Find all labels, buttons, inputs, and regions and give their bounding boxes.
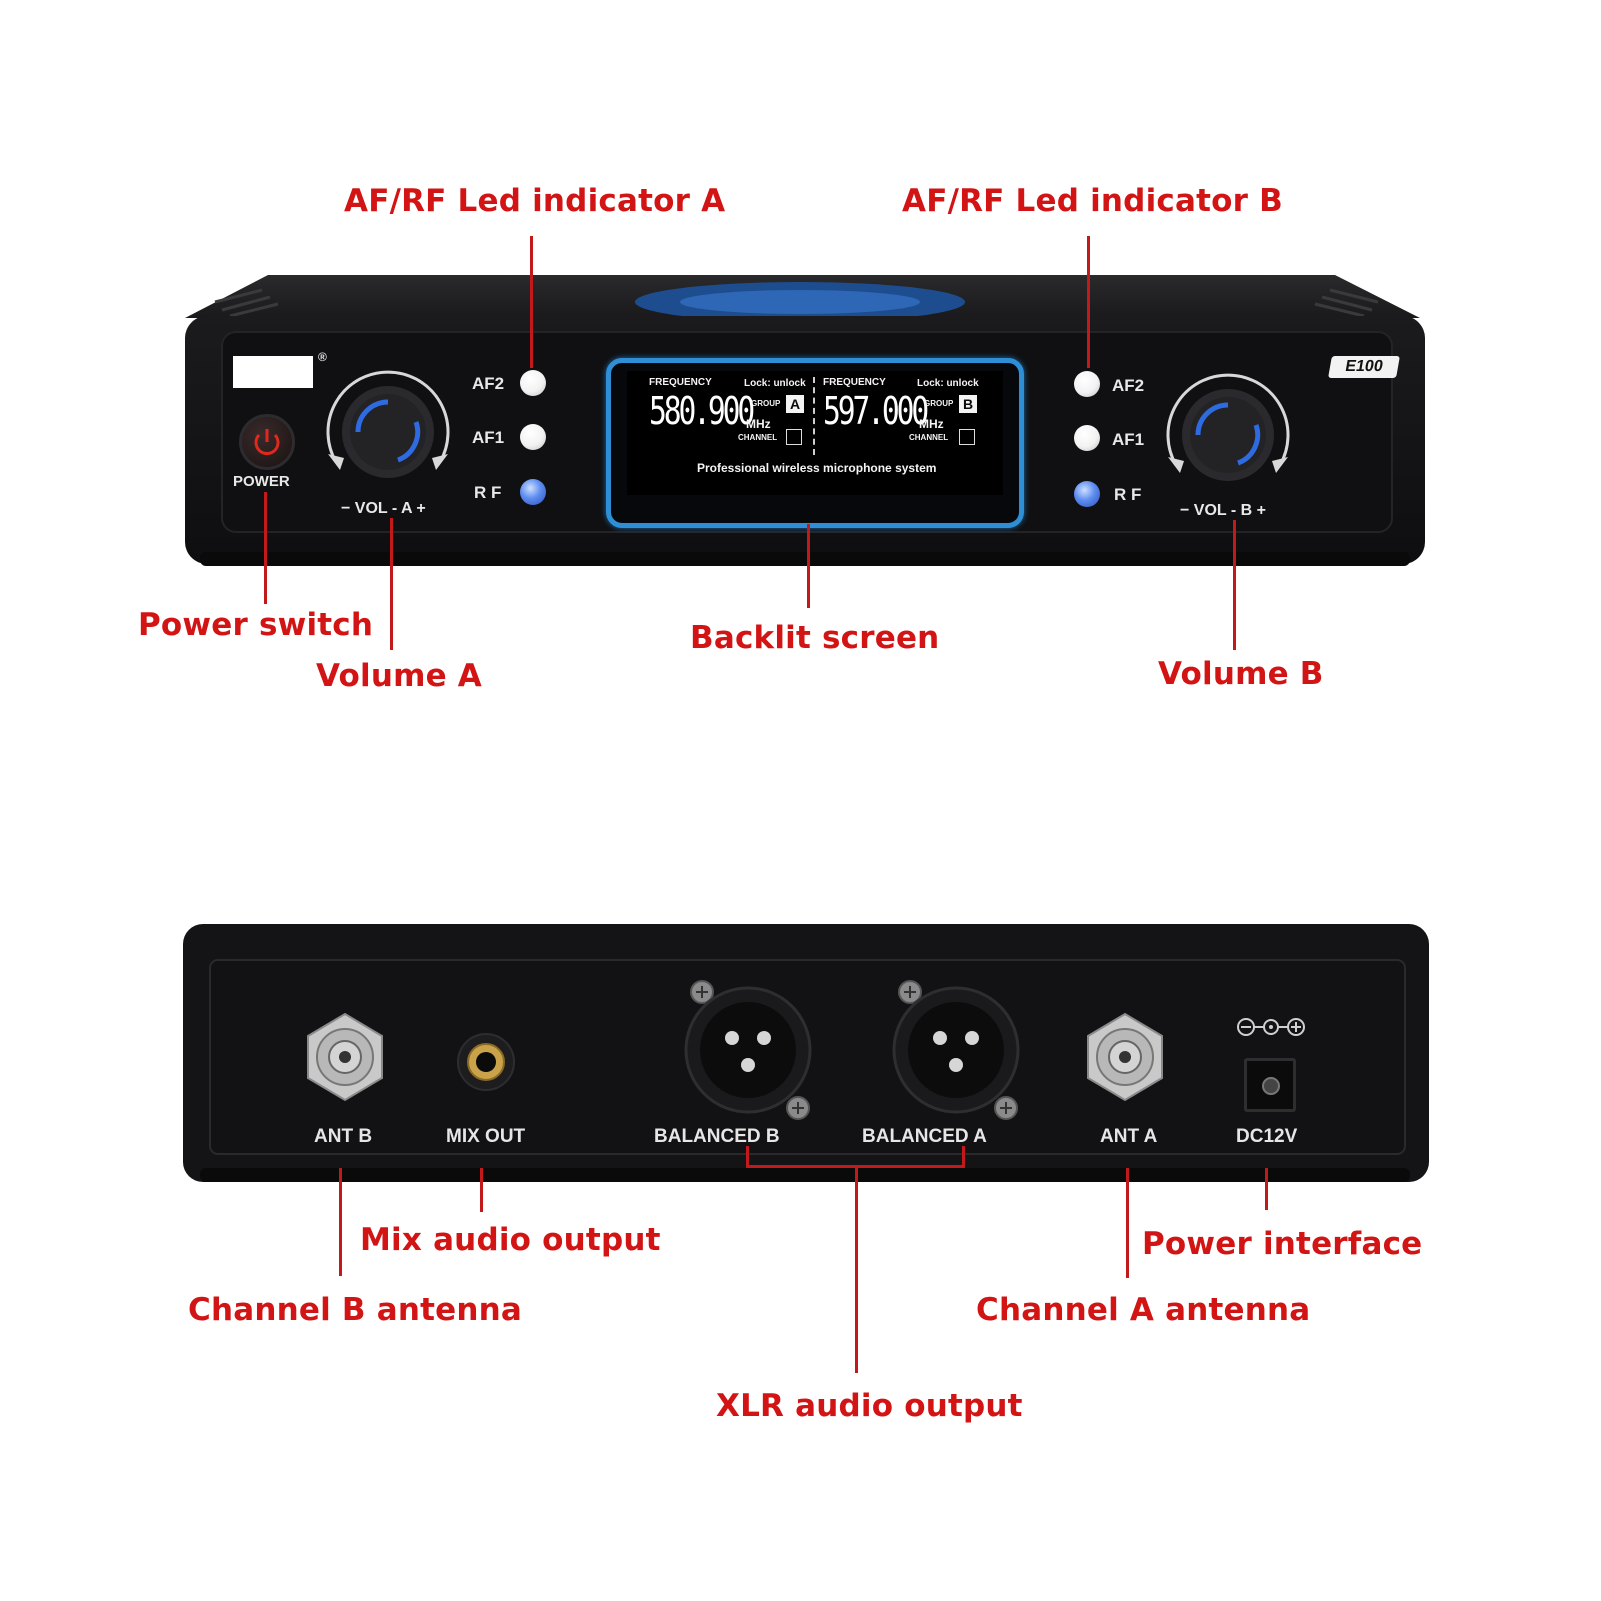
callout-volume-a: Volume A (316, 658, 482, 694)
leader-mix-audio-output (480, 1168, 483, 1212)
af1-label-b: AF1 (1112, 430, 1145, 449)
callout-mix-audio-output: Mix audio output (360, 1222, 661, 1258)
leader-af-rf-a (530, 236, 533, 368)
rf-led-b (1074, 481, 1100, 507)
callout-channel-a-antenna: Channel A antenna (976, 1292, 1311, 1328)
lcd-freq-a: 580.900 (649, 389, 755, 433)
dc-jack[interactable] (1244, 1058, 1296, 1112)
volume-b-knob[interactable] (1158, 365, 1298, 495)
af1-led-a (520, 424, 546, 450)
leader-xlr-bracket-left (746, 1146, 749, 1168)
rf-label-a: R F (474, 483, 502, 502)
lcd-freq-b: 597.000 (823, 389, 929, 433)
volume-b-label: − VOL - B + (1180, 502, 1266, 519)
af2-led-a (520, 370, 546, 396)
balanced-b-label: BALANCED B (654, 1126, 780, 1147)
af1-led-b (1074, 425, 1100, 451)
dc-jack-pin (1262, 1077, 1280, 1095)
registered-mark: ® (318, 350, 327, 364)
lcd-tagline: Professional wireless microphone system (697, 461, 937, 475)
callout-af-rf-b: AF/RF Led indicator B (902, 183, 1283, 219)
leader-power-interface (1265, 1168, 1268, 1210)
leader-xlr-audio-output (855, 1167, 858, 1373)
backlit-screen: FREQUENCY Lock: unlock 580.900 GROUP A M… (606, 358, 1024, 528)
leader-volume-b (1233, 520, 1236, 650)
af2-label-b: AF2 (1112, 376, 1145, 395)
lcd-freq-label-a: FREQUENCY (649, 377, 712, 388)
callout-power-switch: Power switch (138, 607, 374, 643)
lcd-group-label-b: GROUP (924, 399, 954, 408)
power-label: POWER (233, 473, 290, 490)
callout-volume-b: Volume B (1158, 656, 1324, 692)
af2-label-a: AF2 (472, 374, 505, 393)
rf-led-a (520, 479, 546, 505)
leader-xlr-bracket-bottom (746, 1165, 965, 1168)
lcd-unit-a: MHz (746, 417, 771, 431)
rf-label-b: R F (1114, 485, 1142, 504)
lcd-group-label-a: GROUP (751, 399, 781, 408)
dc-label: DC12V (1236, 1126, 1298, 1147)
lcd-channel-b (959, 429, 975, 445)
leader-volume-a (390, 518, 393, 650)
balanced-a-label: BALANCED A (862, 1126, 987, 1147)
leader-power-switch (264, 492, 267, 604)
front-device: ® POWER − VOL - A + AF2 AF1 R F FREQUENC… (0, 0, 1601, 720)
xlr-a-connector[interactable] (888, 980, 1028, 1130)
volume-a-label: − VOL - A + (341, 500, 426, 517)
lcd-area: FREQUENCY Lock: unlock 580.900 GROUP A M… (627, 371, 1003, 495)
ant-a-connector[interactable] (1080, 1012, 1170, 1102)
lcd-channel-a (786, 429, 802, 445)
ant-b-label: ANT B (314, 1126, 373, 1147)
callout-power-interface: Power interface (1142, 1226, 1423, 1262)
volume-a-knob[interactable] (318, 362, 458, 492)
leader-channel-a-antenna (1126, 1168, 1129, 1278)
callout-channel-b-antenna: Channel B antenna (188, 1292, 523, 1328)
lcd-group-a: A (786, 395, 804, 413)
callout-af-rf-a: AF/RF Led indicator A (344, 183, 726, 219)
polarity-icon (1237, 1018, 1305, 1036)
lcd-unit-b: MHz (919, 417, 944, 431)
af1-label-a: AF1 (472, 428, 505, 447)
lcd-channel-label-a: CHANNEL (738, 433, 778, 442)
lcd-lock-a: Lock: unlock (744, 378, 806, 389)
leader-xlr-bracket-right (962, 1146, 965, 1168)
lcd-channel-label-b: CHANNEL (909, 433, 949, 442)
ant-b-connector[interactable] (300, 1012, 390, 1102)
model-badge: E100 (1328, 356, 1400, 378)
lcd-freq-label-b: FREQUENCY (823, 377, 886, 388)
lcd-lock-b: Lock: unlock (917, 378, 979, 389)
callout-xlr-audio-output: XLR audio output (716, 1388, 1023, 1424)
leader-channel-b-antenna (339, 1168, 342, 1276)
power-icon (254, 429, 280, 455)
power-button[interactable] (239, 414, 295, 470)
rear-device: ANT B MIX OUT BALANCED B BALANCED A (0, 900, 1601, 1200)
xlr-b-connector[interactable] (680, 980, 820, 1130)
ant-a-label: ANT A (1100, 1126, 1158, 1147)
mix-out-label: MIX OUT (446, 1126, 526, 1147)
lcd-group-b: B (959, 395, 977, 413)
mix-out-jack[interactable] (456, 1032, 516, 1092)
brand-logo-box (233, 356, 313, 388)
callout-backlit-screen: Backlit screen (690, 620, 940, 656)
leader-backlit-screen (807, 524, 810, 608)
leader-af-rf-b (1087, 236, 1090, 368)
lcd-divider (813, 377, 815, 455)
af2-led-b (1074, 371, 1100, 397)
